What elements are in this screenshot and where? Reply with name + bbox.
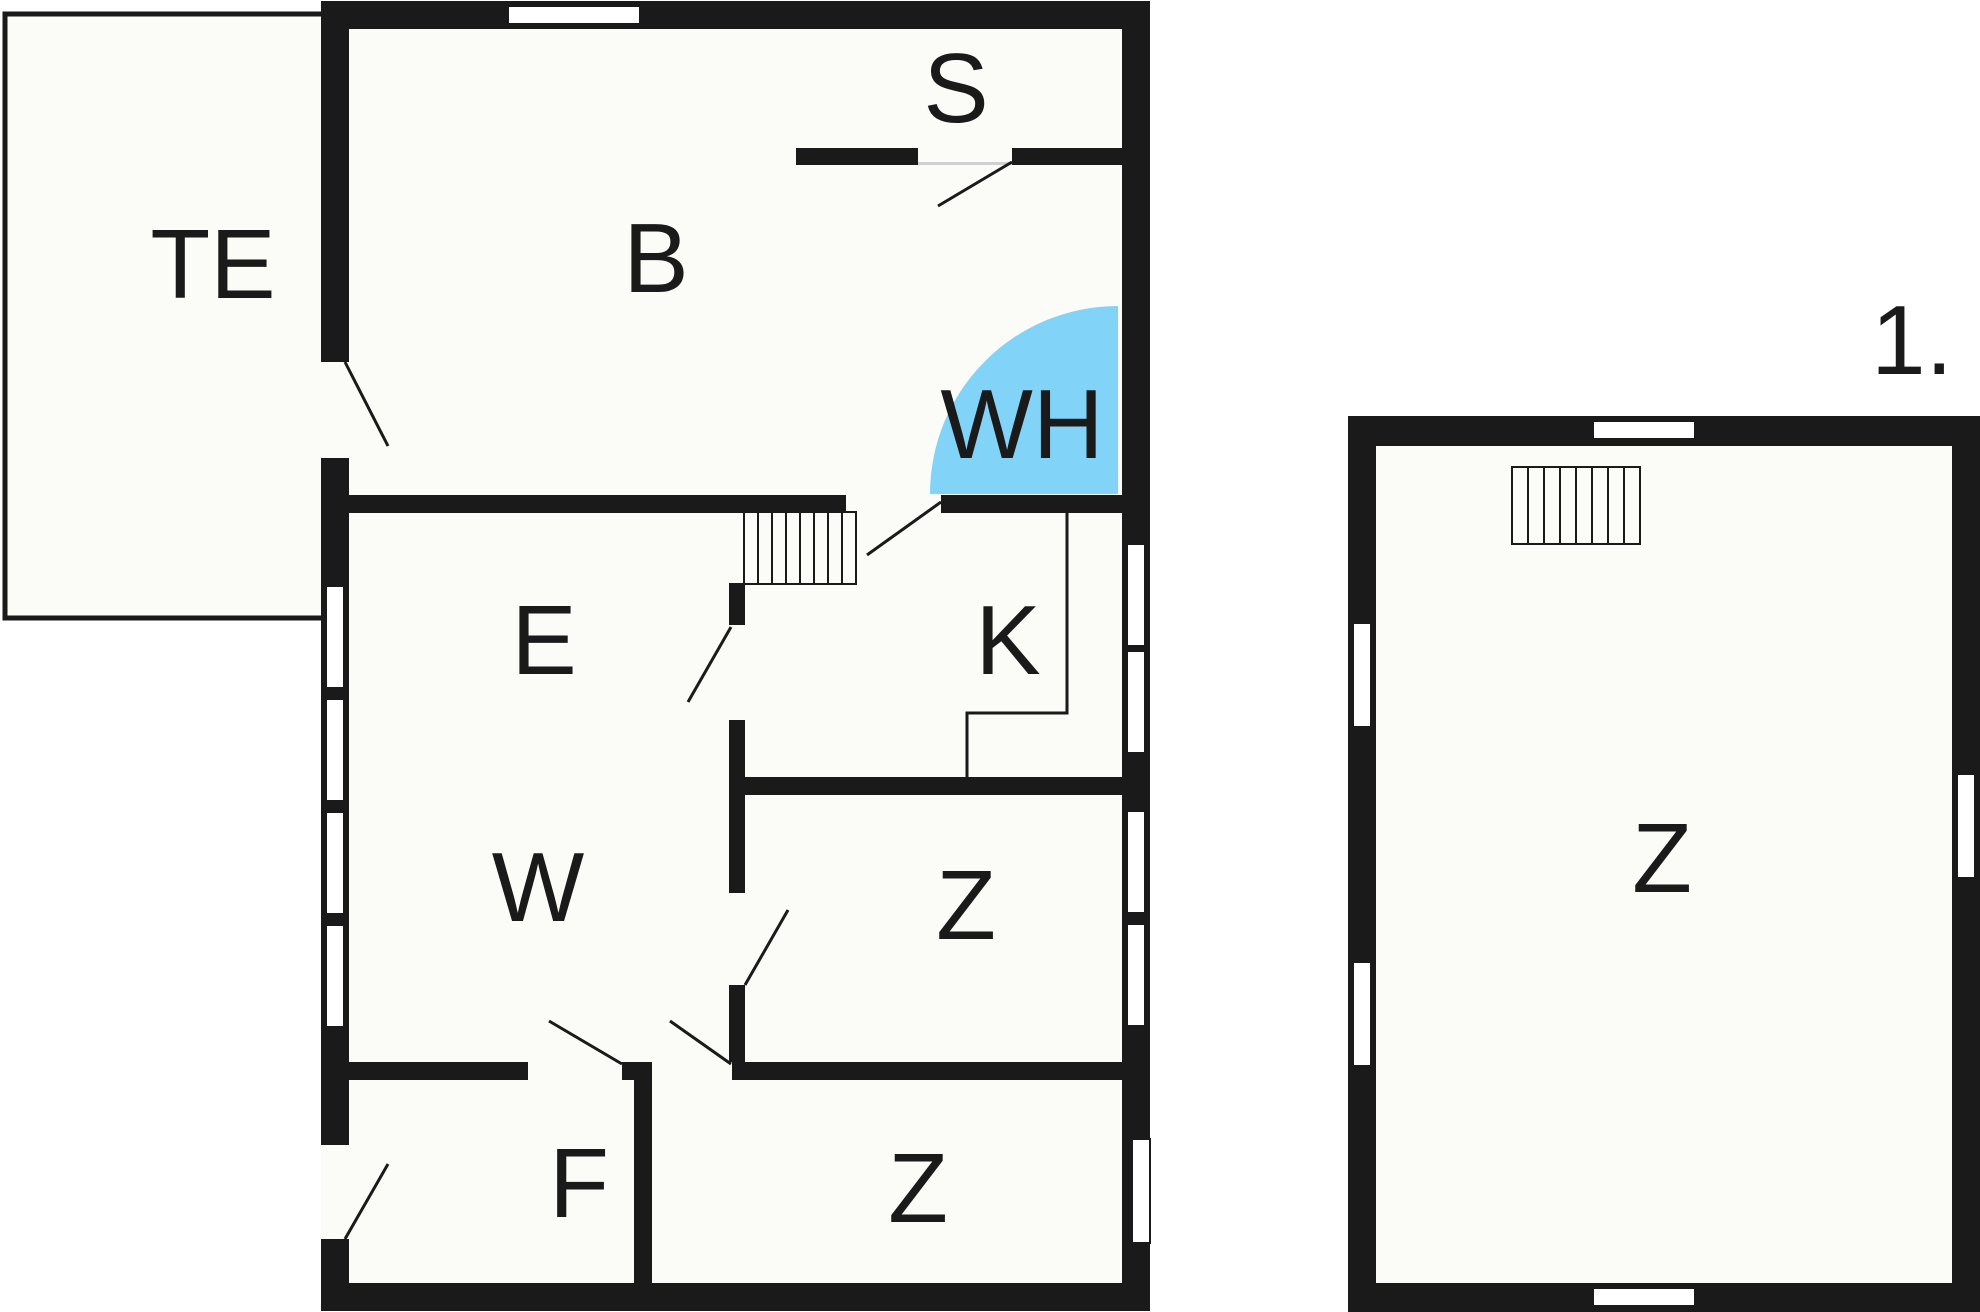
room-z-bottom-floor: [652, 1080, 1122, 1283]
label-z-bottom: Z: [888, 1133, 948, 1243]
door-w-z-bottom-swing: [669, 1019, 732, 1066]
upper-floor: [1348, 416, 1980, 1312]
stairs-ground: [743, 511, 857, 585]
sauna-door-gap: [918, 162, 1012, 165]
door-b-west-gap: [321, 362, 349, 458]
ground-floor: [2, 1, 1151, 1311]
door-w-z-opening: [729, 893, 745, 985]
door-e-k-swing: [686, 626, 733, 703]
sauna-wall-right: [1012, 148, 1122, 165]
label-te: TE: [150, 209, 275, 319]
door-w-f-swing: [548, 1019, 623, 1066]
door-b-k-opening: [846, 495, 941, 513]
label-b: B: [623, 203, 688, 313]
room-z-right-floor: [745, 795, 1122, 1062]
whirlpool-shape: [930, 306, 1118, 494]
door-b-k-swing: [866, 500, 942, 557]
door-e-k-opening: [729, 625, 745, 720]
room-labels: TE B S WH E K W Z F Z Z 1.: [150, 33, 1952, 1243]
door-w-z-swing: [743, 909, 790, 986]
sauna-door-swing: [937, 160, 1013, 208]
sauna-wall-left: [796, 148, 918, 165]
door-f-outer-swing: [343, 1163, 390, 1240]
label-z-right-small: Z: [936, 850, 996, 960]
label-s: S: [923, 33, 988, 143]
label-z-upper-floor: Z: [1632, 803, 1692, 913]
stairs-upper: [1511, 466, 1641, 545]
label-f: F: [549, 1128, 609, 1238]
label-wh: WH: [940, 369, 1103, 479]
upper-room-floor: [1376, 446, 1952, 1283]
label-w: W: [492, 832, 585, 942]
floor-number-label: 1.: [1871, 285, 1953, 395]
door-w-f-opening: [528, 1062, 622, 1080]
door-w-z-bottom-opening: [652, 1062, 732, 1080]
terrace-area: [2, 11, 328, 621]
room-e-w-floor: [349, 513, 729, 1062]
room-f-floor: [349, 1080, 634, 1283]
windows-upper: [1352, 420, 1976, 1307]
room-k-floor: [745, 513, 1122, 777]
kitchen-counter: [965, 513, 1069, 777]
stairwell-opening: [729, 513, 745, 583]
label-k: K: [975, 585, 1040, 695]
label-e: E: [511, 585, 576, 695]
door-f-outer-gap: [321, 1145, 349, 1239]
door-b-west-swing: [343, 361, 390, 447]
windows-ground: [325, 5, 1151, 1244]
